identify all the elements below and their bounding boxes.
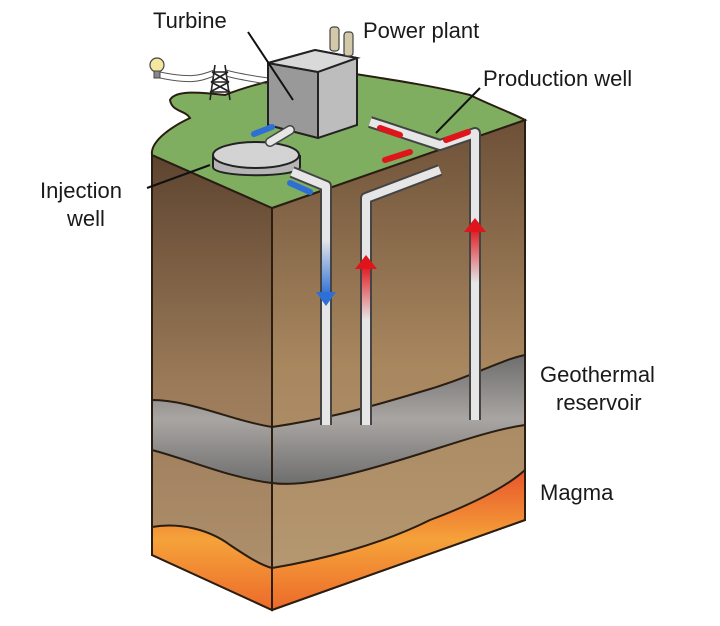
power-plant-building bbox=[267, 26, 361, 140]
arrow-up-icon bbox=[355, 255, 377, 269]
magma-layer bbox=[151, 467, 526, 612]
label-production-well: Production well bbox=[483, 66, 632, 91]
label-magma: Magma bbox=[540, 480, 614, 505]
arrow-down-icon bbox=[316, 292, 336, 306]
production-leader-line bbox=[435, 87, 481, 134]
injection-leader-line bbox=[146, 164, 211, 189]
label-injection-well-line2: well bbox=[66, 206, 105, 231]
hot-flow-arrow bbox=[471, 228, 479, 283]
injection-well-tank bbox=[212, 141, 301, 177]
turbine-leader-line bbox=[247, 31, 294, 101]
label-injection-well-line1: Injection bbox=[40, 178, 122, 203]
label-geothermal-reservoir-line2: reservoir bbox=[556, 390, 642, 415]
label-turbine: Turbine bbox=[153, 8, 227, 33]
light-bulb-icon bbox=[149, 57, 165, 79]
label-power-plant: Power plant bbox=[363, 18, 479, 43]
smokestack-icon bbox=[329, 26, 340, 52]
cold-flow-arrow bbox=[322, 240, 330, 296]
hot-flow-arrow bbox=[443, 129, 471, 143]
cold-flow-arrow bbox=[287, 180, 313, 195]
hot-flow-arrow bbox=[382, 149, 413, 163]
power-tower-icon bbox=[159, 64, 269, 101]
arrow-up-icon bbox=[464, 218, 486, 232]
hot-flow-arrow bbox=[377, 125, 403, 138]
smokestack-icon bbox=[343, 31, 354, 57]
cold-flow-arrow bbox=[251, 124, 275, 137]
label-geothermal-reservoir-line1: Geothermal bbox=[540, 362, 655, 387]
hot-flow-arrow bbox=[362, 265, 370, 320]
